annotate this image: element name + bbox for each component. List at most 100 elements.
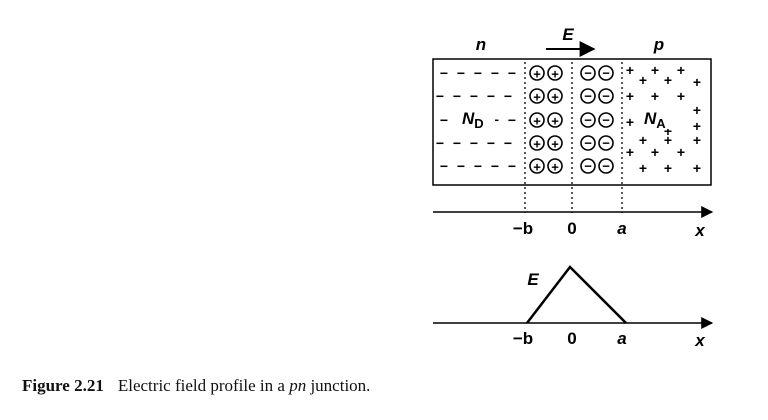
electron-symbol: −: [474, 65, 482, 81]
positive-ion-symbol: +: [551, 137, 559, 152]
tick-zero: 0: [567, 219, 576, 238]
positive-ion-symbol: +: [533, 160, 541, 175]
negative-ion-column: −−−−−−−−−−: [580, 65, 614, 174]
negative-ion-circle: [598, 112, 614, 128]
electron-symbol: −: [470, 88, 478, 104]
p-region-label: p: [653, 35, 664, 54]
negative-ion-symbol: −: [584, 89, 592, 104]
positive-ion-circle: [547, 88, 563, 104]
tick-a: a: [617, 219, 626, 238]
hole-symbol: +: [664, 132, 672, 148]
electron-symbol: −: [457, 65, 465, 81]
negative-ion-circle: [580, 112, 596, 128]
electron-symbol: −: [436, 88, 444, 104]
caption-text-end: junction.: [310, 376, 371, 395]
hole-symbol: +: [651, 62, 659, 78]
field-profile-curve: [526, 265, 627, 324]
electron-symbol: −: [504, 135, 512, 151]
negative-ion-symbol: −: [584, 66, 592, 81]
negative-ion-symbol: −: [584, 159, 592, 174]
positive-ion-symbol: +: [533, 137, 541, 152]
negative-ion-symbol: −: [602, 113, 610, 128]
electron-symbol: −: [487, 135, 495, 151]
electron-symbol: −: [453, 88, 461, 104]
axis-x-label: x: [694, 221, 706, 240]
electron-symbol: −: [457, 158, 465, 174]
negative-ion-circle: [580, 158, 596, 174]
p-region-holes: ++++++++++++++++++++++: [626, 62, 701, 176]
positive-ion-symbol: +: [551, 90, 559, 105]
positive-ion-symbol: +: [533, 114, 541, 129]
negative-ion-symbol: −: [602, 159, 610, 174]
electron-symbol: −: [487, 88, 495, 104]
tick2-neg-b: −b: [513, 329, 533, 348]
negative-ion-symbol: −: [602, 89, 610, 104]
hole-symbol: +: [639, 160, 647, 176]
positive-ion-circle: [529, 112, 545, 128]
hole-symbol: +: [677, 144, 685, 160]
negative-ion-symbol: −: [602, 136, 610, 151]
positive-ion-circle: [547, 65, 563, 81]
negative-ion-circle: [580, 65, 596, 81]
electron-symbol: −: [508, 65, 516, 81]
field-plot-label: E: [527, 270, 539, 289]
electron-symbol: −: [440, 112, 448, 128]
hole-symbol: +: [693, 132, 701, 148]
figure-number: Figure 2.21: [22, 376, 104, 395]
tick2-zero: 0: [567, 329, 576, 348]
negative-ion-circle: [580, 135, 596, 151]
electron-symbol: −: [504, 88, 512, 104]
hole-symbol: +: [626, 144, 634, 160]
hole-symbol: +: [626, 62, 634, 78]
negative-ion-circle: [580, 88, 596, 104]
hole-symbol: +: [651, 88, 659, 104]
figure-caption: Figure 2.21 Electric field profile in a p…: [22, 376, 370, 396]
hole-symbol: +: [639, 72, 647, 88]
hole-symbol: +: [677, 62, 685, 78]
positive-ion-symbol: +: [533, 67, 541, 82]
electron-symbol: −: [491, 65, 499, 81]
hole-symbol: +: [626, 88, 634, 104]
tick-neg-b: −b: [513, 219, 533, 238]
electron-symbol: −: [436, 135, 444, 151]
positive-ion-circle: [547, 135, 563, 151]
positive-ion-circle: [529, 65, 545, 81]
positive-ion-circle: [529, 158, 545, 174]
electron-symbol: −: [440, 158, 448, 174]
hole-symbol: +: [693, 118, 701, 134]
positive-ion-symbol: +: [551, 114, 559, 129]
caption-text: Electric field profile in a: [117, 376, 285, 395]
acceptor-label: NA: [644, 109, 666, 131]
field-direction-label: E: [562, 25, 574, 44]
hole-symbol: +: [651, 144, 659, 160]
acceptor-label-bg: [640, 107, 682, 129]
electron-symbol: −: [453, 135, 461, 151]
positive-ion-circle: [547, 112, 563, 128]
electron-symbol: −: [508, 112, 516, 128]
hole-symbol: +: [693, 102, 701, 118]
negative-ion-symbol: −: [584, 113, 592, 128]
hole-symbol: +: [693, 160, 701, 176]
junction-box: [432, 58, 712, 186]
positive-ion-symbol: +: [533, 90, 541, 105]
electron-symbol: −: [470, 135, 478, 151]
tick2-a: a: [617, 329, 626, 348]
hole-symbol: +: [693, 74, 701, 90]
positive-ion-circle: [547, 158, 563, 174]
hole-symbol: +: [664, 72, 672, 88]
hole-symbol: +: [664, 160, 672, 176]
electron-symbol: −: [440, 65, 448, 81]
donor-label: ND: [462, 109, 484, 131]
negative-ion-circle: [598, 158, 614, 174]
positive-ion-column: ++++++++++: [529, 65, 563, 175]
negative-ion-circle: [598, 65, 614, 81]
axis2-x-label: x: [694, 331, 706, 350]
donor-label-bg: [455, 107, 495, 129]
n-region-label: n: [476, 35, 486, 54]
hole-symbol: +: [664, 123, 672, 139]
caption-italic: pn: [289, 376, 307, 395]
electron-symbol: −: [491, 158, 499, 174]
hole-symbol: +: [677, 88, 685, 104]
